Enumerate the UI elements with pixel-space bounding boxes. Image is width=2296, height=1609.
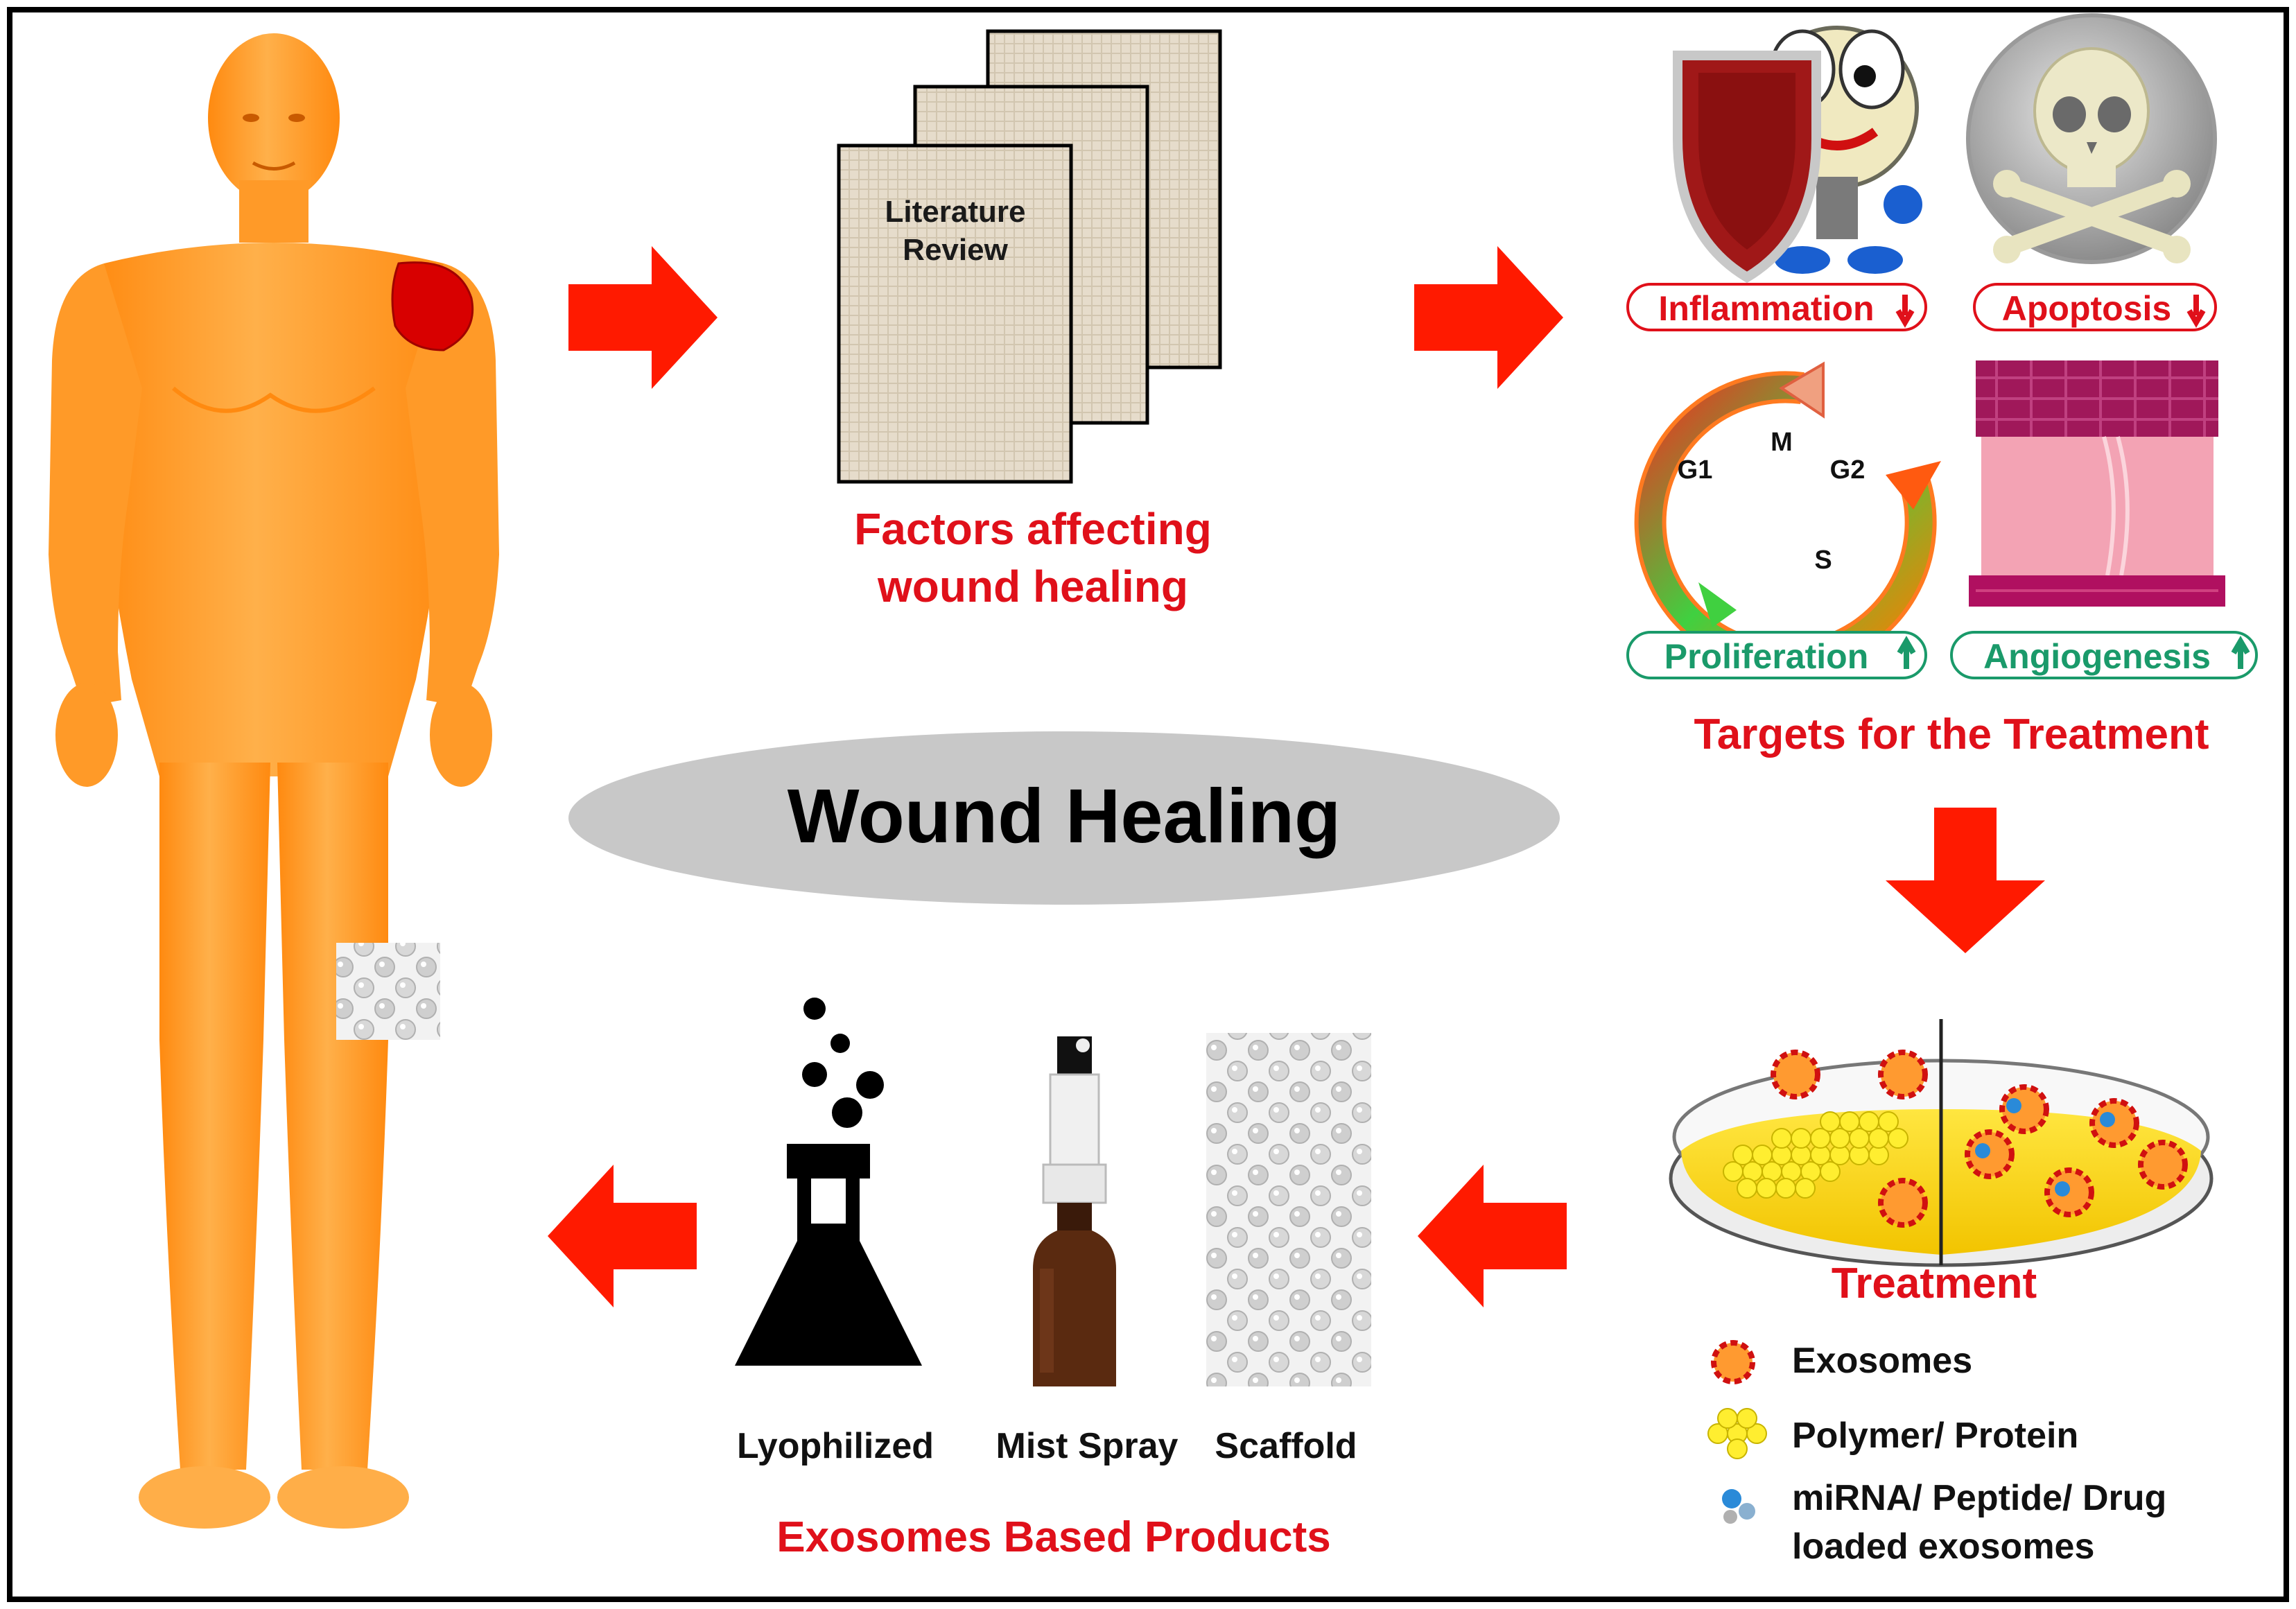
phase-g2-label: G2 [1830, 455, 1866, 485]
literature-review-stack: Literature Review [837, 29, 1222, 484]
legend-loaded-label-line1: miRNA/ Peptide/ Drug [1792, 1478, 2166, 1518]
arrow-right-1 [568, 246, 718, 389]
mist-spray-label: Mist Spray [996, 1426, 1179, 1466]
arrow-left-2 [548, 1165, 697, 1307]
wound-healing-ellipse [568, 731, 1560, 905]
cell-cycle-diagram [1634, 361, 1941, 674]
lyophilized-flask-icon [735, 998, 922, 1366]
proliferation-label: Proliferation [1664, 637, 1868, 676]
angiogenesis-label: Angiogenesis [1983, 637, 2211, 676]
thigh-scaffold-patch [336, 943, 440, 1040]
angiogenesis-tissue-illustration [1969, 360, 2225, 607]
mist-spray-bottle-icon [1033, 1036, 1116, 1386]
petri-dish-illustration [1669, 1019, 2214, 1267]
apoptosis-label: Apoptosis [2002, 289, 2171, 328]
inflammation-shield-illustration [1673, 26, 1922, 284]
literature-caption-line2: wound healing [877, 562, 1188, 611]
products-caption: Exosomes Based Products [776, 1513, 1330, 1561]
arrow-left-1 [1418, 1165, 1567, 1307]
scaffold-label: Scaffold [1215, 1426, 1357, 1466]
down-arrow-icon [2186, 295, 2206, 328]
apoptosis-label-box [1973, 283, 2217, 331]
targets-caption: Targets for the Treatment [1694, 711, 2209, 758]
apoptosis-skull-illustration [1966, 13, 2217, 264]
human-body-figure [49, 33, 499, 1529]
up-arrow-icon [2231, 636, 2250, 669]
arrow-right-2 [1414, 246, 1563, 389]
arrow-down [1886, 808, 2045, 953]
phase-m-label: M [1771, 428, 1793, 457]
legend-exosomes-label: Exosomes [1792, 1341, 1972, 1381]
legend-loaded-label-line2: loaded exosomes [1792, 1527, 2094, 1567]
up-arrow-icon [1897, 636, 1916, 669]
scaffold-mesh-illustration [1206, 1033, 1371, 1386]
legend-polymer-icon [1707, 1408, 1767, 1459]
literature-caption-line1: Factors affecting [854, 504, 1212, 554]
legend-loaded-exosome-icon [1722, 1489, 1755, 1524]
document-label-line2: Review [903, 233, 1008, 267]
inflammation-label-box [1626, 283, 1927, 331]
document-label-line1: Literature [885, 195, 1026, 229]
down-arrow-icon [1895, 295, 1915, 328]
treatment-caption: Treatment [1832, 1260, 2037, 1307]
shoulder-wound [391, 261, 474, 351]
legend-exosome-icon [1711, 1340, 1755, 1384]
lyophilized-label: Lyophilized [737, 1426, 934, 1466]
inflammation-label: Inflammation [1658, 289, 1874, 328]
center-title: Wound Healing [788, 774, 1341, 859]
phase-g1-label: G1 [1678, 455, 1713, 485]
angiogenesis-label-box [1950, 631, 2258, 679]
legend-polymer-label: Polymer/ Protein [1792, 1416, 2078, 1456]
phase-s-label: S [1814, 546, 1832, 575]
proliferation-label-box [1626, 631, 1927, 679]
